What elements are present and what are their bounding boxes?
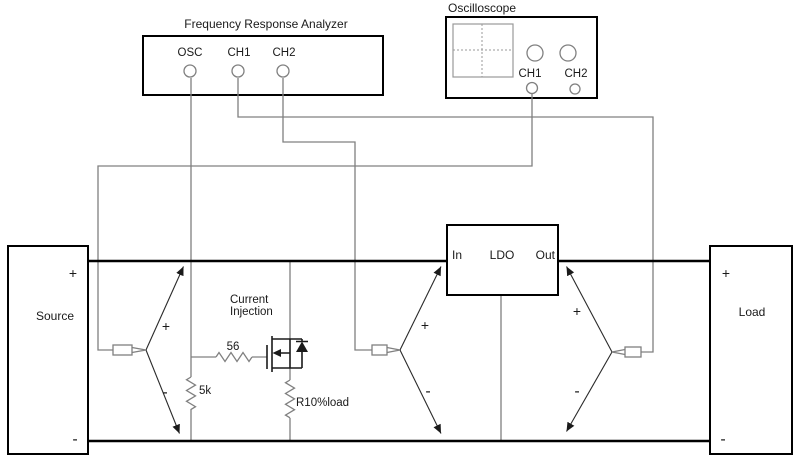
ldo-name-label: LDO — [490, 248, 515, 262]
oscilloscope-title: Oscilloscope — [448, 1, 516, 15]
scope-ch2-terminal — [569, 83, 581, 95]
scope-ch1-terminal — [525, 81, 539, 95]
probe-source-body — [112, 344, 133, 356]
resistor-r10-load — [284, 379, 296, 419]
scope-knob-2 — [559, 44, 577, 62]
resistor-r10-load-label: R10%load — [296, 397, 349, 409]
probe-source-plus-label: + — [162, 318, 170, 334]
fra-ch2-terminal — [276, 64, 290, 78]
resistor-56 — [215, 351, 253, 363]
fra-ch1-label: CH1 — [227, 47, 250, 59]
mosfet-stubs — [272, 338, 302, 369]
body-diode-triangle — [296, 341, 308, 352]
probe-ldo-in-body — [371, 344, 388, 356]
probe-ldo-in-minus-label: - — [425, 383, 430, 400]
load-name-label: Load — [739, 305, 766, 319]
fra-ch2-label: CH2 — [272, 47, 295, 59]
probe-source-minus-label: - — [162, 384, 167, 401]
fra-ch1-terminal — [231, 64, 245, 78]
probe-ldo-in-leads — [386, 346, 401, 354]
source-plus-label: + — [69, 265, 77, 281]
resistor-56-label: 56 — [227, 341, 240, 353]
resistor-5k-label: 5k — [199, 385, 211, 397]
probe-ldo-in-plus-label: + — [421, 317, 429, 333]
wire-fra-ch2-to-input-probe — [282, 78, 372, 351]
current-injection-label-1: Current — [230, 294, 269, 306]
probe-source-leads — [131, 346, 147, 354]
mosfet-body-arrow — [272, 349, 281, 357]
probe-source — [112, 266, 185, 434]
wire-fra-ch1-to-load-probe — [237, 78, 654, 353]
probe-load-minus-arrow — [566, 351, 613, 432]
current-injection-label-2: Injection — [230, 306, 273, 318]
fra-title: Frequency Response Analyzer — [184, 17, 347, 31]
scope-knob-1 — [526, 44, 544, 62]
load-plus-label: + — [722, 265, 730, 281]
probe-load-plus-arrow — [566, 266, 613, 353]
probe-ldo-in-plus-arrow — [399, 266, 442, 351]
ldo-pin-in-label: In — [452, 248, 462, 262]
probe-ldo-in — [371, 266, 442, 434]
probe-ldo-in-minus-arrow — [399, 349, 442, 434]
ldo-pin-out-label: Out — [536, 248, 556, 262]
fra-osc-label: OSC — [178, 47, 203, 59]
probe-load-leads — [611, 348, 626, 356]
probe-source-minus-arrow — [145, 349, 181, 434]
scope-ch1-label: CH1 — [518, 68, 541, 80]
ldo-box — [446, 224, 559, 296]
resistor-5k — [185, 376, 197, 410]
scope-ch2-label: CH2 — [564, 68, 587, 80]
fra-box — [142, 35, 384, 96]
probe-load-body — [624, 346, 642, 358]
mosfet-symbol — [266, 336, 308, 372]
wire-scope-ch1-to-source-probe — [97, 94, 533, 351]
load-minus-label: - — [720, 431, 725, 448]
source-minus-label: - — [72, 431, 77, 448]
fra-osc-terminal — [183, 64, 197, 78]
probe-load-plus-label: + — [573, 303, 581, 319]
source-box — [7, 245, 89, 455]
load-box — [709, 245, 793, 455]
probe-source-plus-arrow — [145, 266, 185, 351]
probe-load — [566, 266, 642, 432]
probe-load-minus-label: - — [574, 383, 579, 400]
source-name-label: Source — [36, 309, 74, 323]
